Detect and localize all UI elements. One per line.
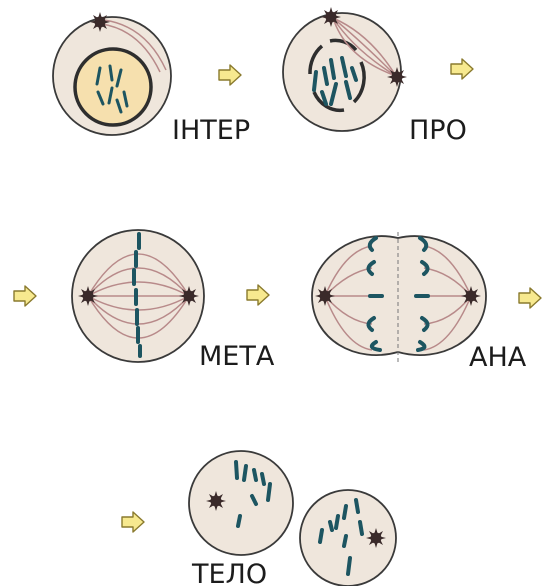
- telophase-cell-right: [299, 489, 397, 586]
- interphase-label: ІНТЕР: [172, 115, 250, 146]
- telophase-cell-left: [188, 450, 294, 556]
- right-arrow-icon: [218, 64, 242, 86]
- nuclear-envelope: [308, 38, 366, 113]
- centrosome-icon: [366, 528, 386, 548]
- anaphase-cell: [311, 232, 487, 362]
- chromatin: [95, 64, 129, 114]
- right-arrow-icon: [13, 285, 37, 307]
- prophase-cell: [282, 7, 407, 132]
- telophase-label: ТЕЛО: [191, 559, 267, 586]
- right-arrow-icon: [450, 58, 474, 80]
- right-arrow-icon: [518, 287, 542, 309]
- interphase-cell: [52, 12, 172, 136]
- prophase-label: ПРО: [409, 115, 467, 146]
- centrosome-icon: [206, 491, 226, 511]
- chromosomes: [234, 460, 272, 528]
- right-arrow-icon: [246, 284, 270, 306]
- centrosome-icon: [321, 7, 341, 27]
- anaphase-label: АНА: [469, 342, 527, 373]
- chromosomes: [312, 56, 358, 106]
- centrosome-icon: [461, 286, 481, 306]
- centrosome-icon: [90, 12, 110, 32]
- right-arrow-icon: [121, 511, 145, 533]
- metaphase-plate: [132, 232, 142, 358]
- centrosome-icon: [78, 286, 98, 306]
- chromosomes: [318, 498, 364, 576]
- metaphase-label: МЕТА: [199, 341, 275, 372]
- spindle: [332, 17, 397, 77]
- chromatids: [366, 236, 430, 352]
- centrosome-icon: [387, 67, 407, 87]
- centrosome-icon: [179, 286, 199, 306]
- metaphase-cell: [71, 229, 205, 363]
- centrosome-icon: [315, 286, 335, 306]
